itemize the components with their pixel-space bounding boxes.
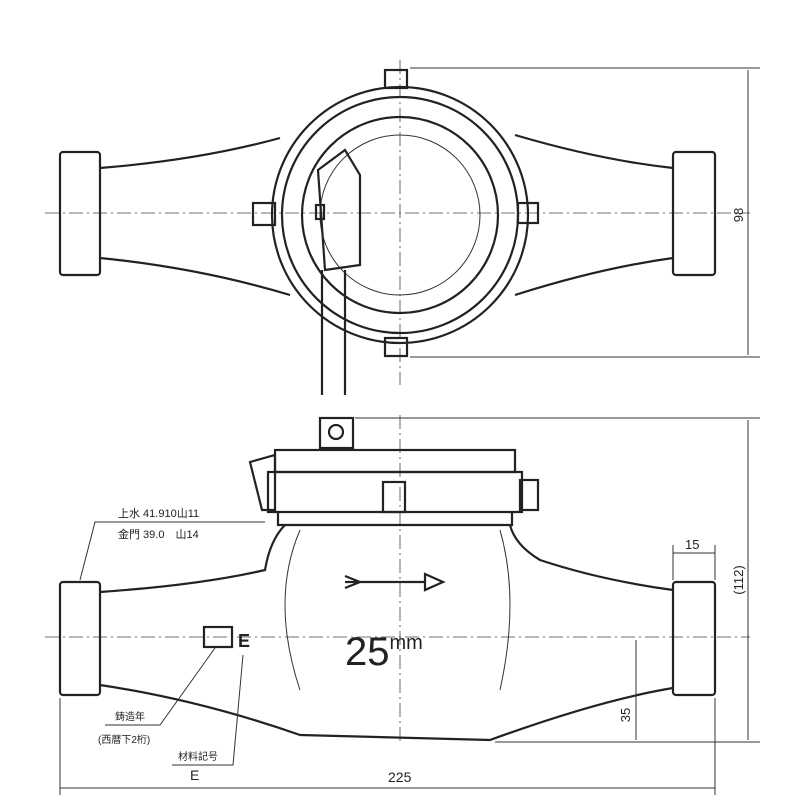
dim-35: 35 <box>618 708 633 722</box>
left-flange <box>58 150 102 277</box>
material-code-value: E <box>190 767 199 783</box>
dim-15: 15 <box>685 537 699 552</box>
left-flange-side <box>58 580 102 697</box>
right-flange <box>671 150 717 277</box>
right-flange-side <box>671 580 717 697</box>
material-mark: E <box>238 631 250 651</box>
dim-112: (112) <box>731 565 746 594</box>
thread-note-water: 上水 41.910山11 <box>118 507 199 520</box>
top-view: 98 <box>45 60 760 395</box>
side-view: 25mm E 上水 41.910山11 金門 39.0 山14 鋳造年 (西暦下… <box>45 415 760 795</box>
casting-year-note: (西暦下2桁) <box>98 733 150 746</box>
casting-year-box <box>202 625 234 649</box>
casting-year-label: 鋳造年 <box>115 710 145 723</box>
dim-225: 225 <box>388 769 412 785</box>
register-cap <box>318 416 355 450</box>
flow-arrow <box>344 572 446 592</box>
dim-98: 98 <box>731 208 746 222</box>
material-code-label: 材料記号 <box>178 750 218 763</box>
inner-ring <box>300 115 500 315</box>
thread-note-kanemon: 金門 39.0 山14 <box>118 527 199 541</box>
nominal-size: 25mm <box>345 630 423 674</box>
cover-top <box>273 448 517 474</box>
